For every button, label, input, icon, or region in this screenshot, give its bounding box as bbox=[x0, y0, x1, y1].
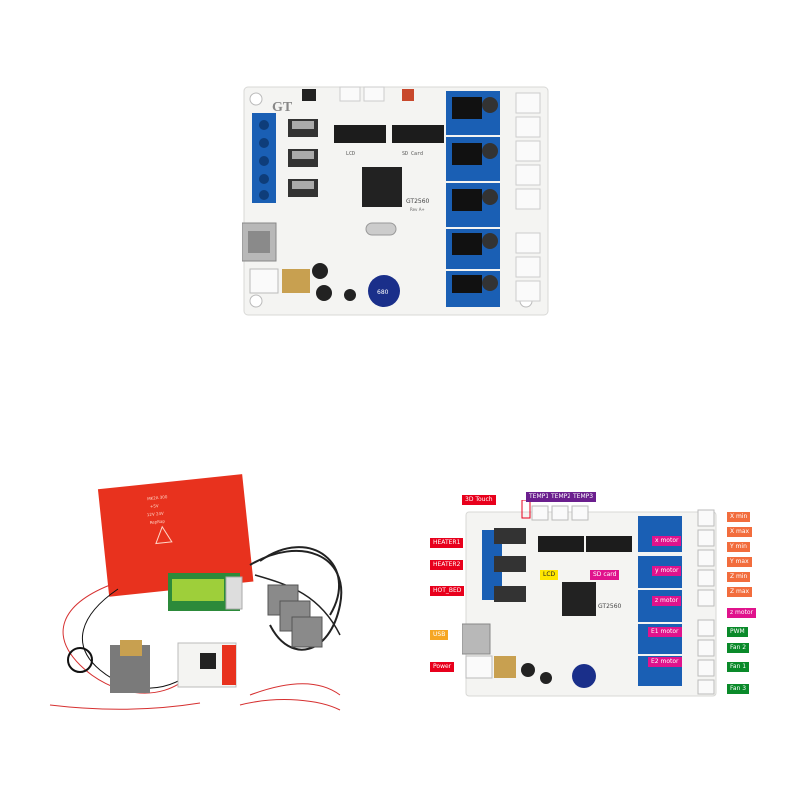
label-heater2: HEATER2 bbox=[430, 560, 464, 570]
label-fan1: Fan 1 bbox=[727, 662, 750, 672]
label-temp1: TEMP1 bbox=[526, 492, 553, 502]
label-y-min: Y min bbox=[727, 542, 750, 552]
inductor-label: 680 bbox=[377, 289, 389, 296]
label-z-motor-right: z motor bbox=[727, 608, 757, 618]
label-z-motor: z motor bbox=[652, 596, 682, 606]
label-hotbed: HOT_BED bbox=[430, 586, 465, 596]
label-x-max: X max bbox=[727, 527, 753, 537]
label-z-max: Z max bbox=[727, 587, 753, 597]
label-x-min: X min bbox=[727, 512, 751, 522]
board-photo-labeled: GT2560 bbox=[462, 500, 717, 697]
heatbed-text-1: MK2A 300 bbox=[147, 494, 168, 501]
label-e1-motor: E1 motor bbox=[648, 627, 682, 637]
chip-label: GT2560 bbox=[406, 198, 430, 205]
board-logo: GT bbox=[272, 100, 293, 115]
label-pwm: PWM bbox=[727, 627, 748, 637]
sdcard-silk-label: SD Card bbox=[402, 151, 423, 157]
label-lcd: LCD bbox=[540, 570, 559, 580]
labeled-chip-label: GT2560 bbox=[598, 603, 622, 610]
chip-sublabel: Rev A+ bbox=[410, 207, 425, 212]
label-3d-touch: 3D Touch bbox=[462, 495, 496, 505]
label-y-motor: y motor bbox=[652, 566, 682, 576]
label-fan3: Fan 3 bbox=[727, 684, 750, 694]
heatbed-text-3: 12V 24V bbox=[147, 511, 165, 518]
label-heater1: HEATER1 bbox=[430, 538, 464, 548]
label-y-max: Y max bbox=[727, 557, 752, 567]
lcd-silk-label: LCD bbox=[346, 151, 355, 157]
label-usb: USB bbox=[430, 630, 449, 640]
label-power: Power bbox=[430, 662, 455, 672]
heatbed-text-4: RepRap bbox=[149, 518, 165, 525]
heatbed-text-2: +5V bbox=[150, 503, 159, 509]
kit-photo: MK2A 300 +5V 12V 24V RepRap bbox=[49, 474, 343, 711]
label-sdcard: SD card bbox=[590, 570, 620, 580]
label-z-min: Z min bbox=[727, 572, 751, 582]
label-temp2: TEMP2 bbox=[548, 492, 575, 502]
label-x-motor: x motor bbox=[652, 536, 682, 546]
label-temp3: TEMP3 bbox=[570, 492, 597, 502]
board-photo-top: GT LCD SD Card GT2560 Rev A+ 680 bbox=[242, 86, 549, 316]
label-e2-motor: E2 motor bbox=[648, 657, 682, 667]
label-fan2: Fan 2 bbox=[727, 643, 750, 653]
